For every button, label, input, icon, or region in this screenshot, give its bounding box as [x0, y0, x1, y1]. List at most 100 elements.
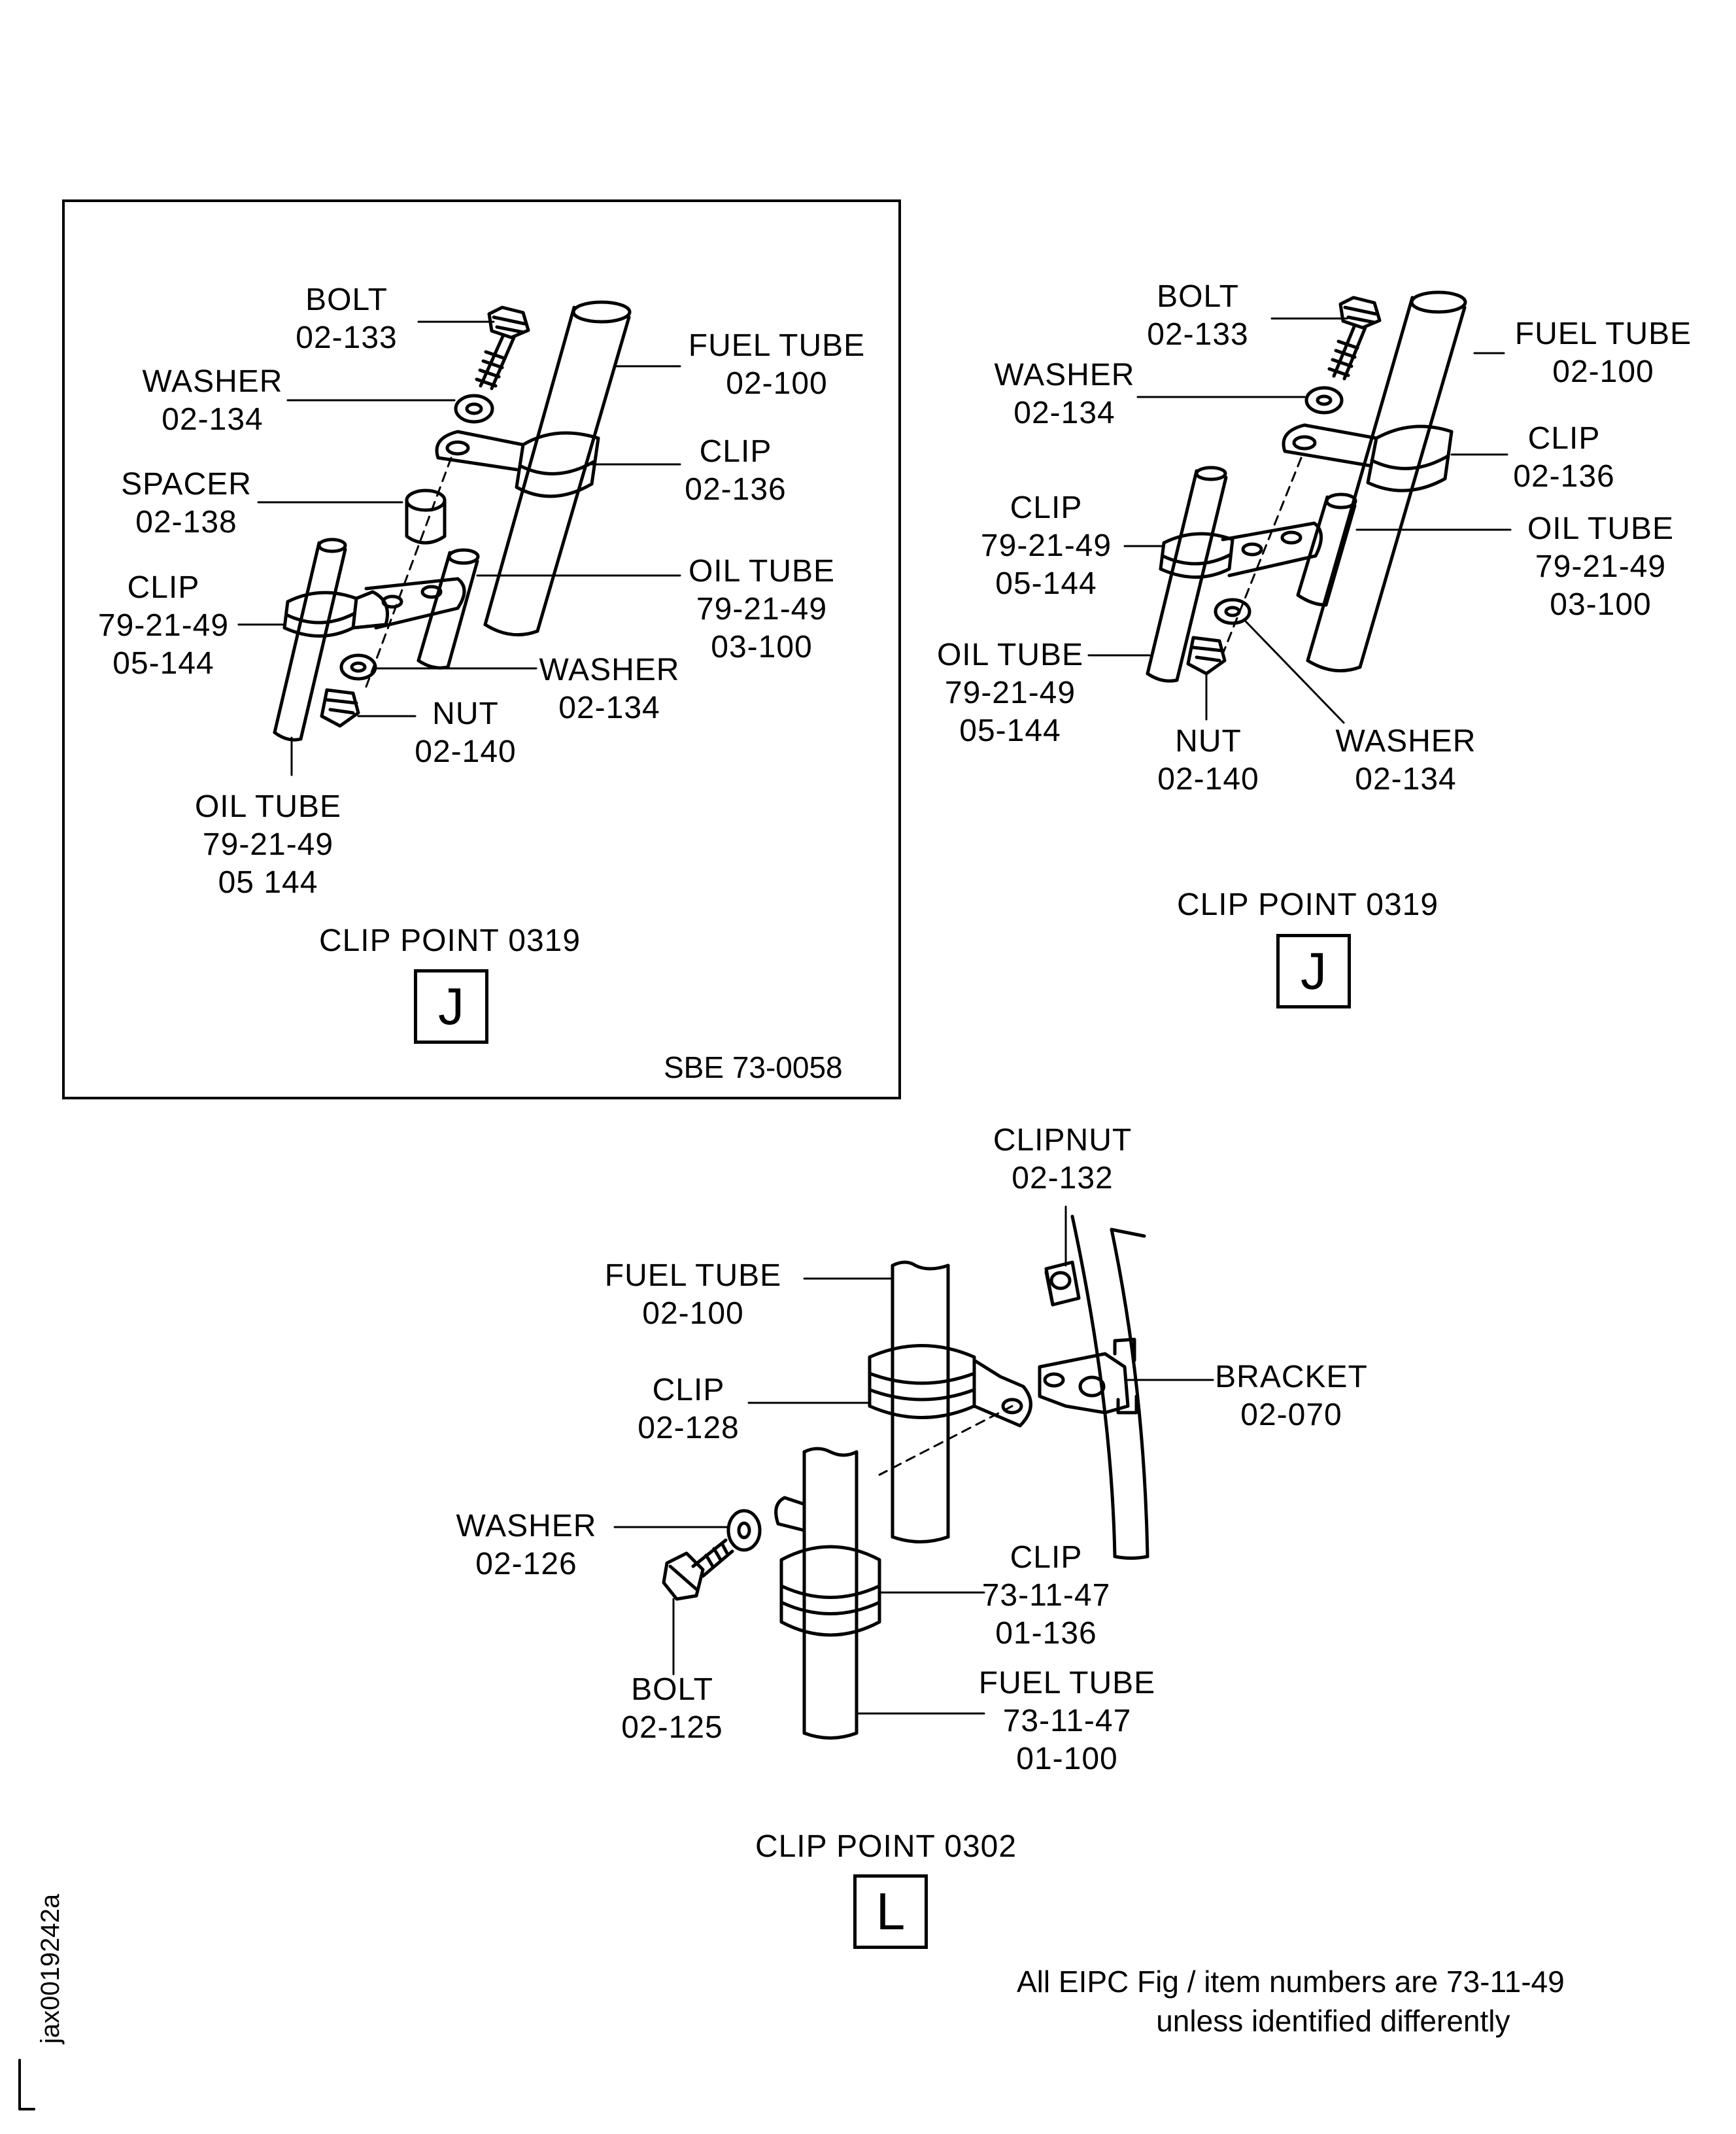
panel-a-sbe-reference: SBE 73-0058	[664, 1050, 843, 1084]
panel-b-leaders	[1087, 317, 1512, 724]
panel-a-leaders	[237, 320, 681, 776]
panel-b-fuel-tube	[1306, 290, 1467, 673]
panel-b-washer-top-num: 02-134	[1013, 396, 1115, 430]
panel-b-drawing	[1087, 290, 1512, 724]
panel-c-bracket	[1038, 1337, 1138, 1415]
panel-a-fuel-tube	[483, 300, 632, 637]
panel-c-clipnut-name: CLIPNUT	[993, 1123, 1132, 1158]
panel-c-frame-rail	[1070, 1214, 1149, 1560]
panel-b-oil-tube-right-name: OIL TUBE	[1527, 511, 1675, 546]
panel-a-washer-top-label: WASHER 02-134	[143, 363, 283, 439]
panel-c-fuel-tube-top-num: 02-100	[642, 1296, 744, 1331]
panel-a-clip-144-label: CLIP 79-21-49 05-144	[98, 569, 229, 683]
panel-a-clip-136-label: CLIP 02-136	[685, 433, 786, 509]
panel-b-washer-bottom-name: WASHER	[1335, 724, 1476, 759]
panel-b-letter-box: J	[1276, 934, 1351, 1008]
panel-c-bracket-name: BRACKET	[1215, 1360, 1368, 1394]
panel-b-bolt-label: BOLT 02-133	[1147, 278, 1248, 354]
panel-a-oil-tube-left-label: OIL TUBE 79-21-49 05 144	[195, 788, 341, 902]
panel-c-drawing	[613, 1205, 1214, 1740]
panel-c-fuel-tube-bottom-num1: 73-11-47	[1002, 1704, 1132, 1738]
panel-c-clip-128-num: 02-128	[638, 1411, 740, 1445]
panel-a-clip-136	[435, 430, 600, 498]
document-id: jax0019242a	[36, 1893, 65, 2044]
doc-id-corner-mark	[18, 2059, 35, 2110]
panel-b-washer-top	[1304, 386, 1344, 415]
panel-b-oil-tube-left-label: OIL TUBE 79-21-49 05-144	[937, 636, 1083, 750]
panel-c-clipnut-num: 02-132	[1012, 1161, 1114, 1196]
panel-a-bolt-name: BOLT	[305, 283, 388, 317]
panel-a-bolt-133	[475, 305, 530, 390]
panel-a-oil-tube-left-num1: 79-21-49	[202, 827, 334, 862]
panel-b-clip-144-label: CLIP 79-21-49 05-144	[981, 489, 1112, 603]
panel-c-clip-136-num2: 01-136	[995, 1616, 1097, 1651]
panel-b-washer-bottom	[1214, 598, 1251, 625]
panel-b-fuel-tube-label: FUEL TUBE 02-100	[1515, 315, 1692, 391]
panel-b-washer-bottom-label: WASHER 02-134	[1336, 723, 1476, 799]
panel-b-washer-top-name: WASHER	[994, 358, 1135, 392]
panel-c-clip-136-label: CLIP 73-11-47 01-136	[982, 1539, 1111, 1653]
panel-a-letter-box: J	[414, 969, 488, 1044]
panel-b-clip-144-num1: 79-21-49	[980, 528, 1112, 563]
footnote: All EIPC Fig / item numbers are 73-11-49…	[1017, 1962, 1565, 2040]
panel-b-fuel-tube-num: 02-100	[1552, 354, 1654, 389]
panel-b-oil-tube-right	[1296, 492, 1357, 607]
panel-b-oil-tube-left-num1: 79-21-49	[944, 676, 1076, 710]
panel-c-bolt	[662, 1538, 734, 1601]
panel-a-clip-144-name: CLIP	[127, 570, 200, 605]
panel-c-clip-136	[774, 1496, 881, 1637]
panel-b-oil-tube-right-num1: 79-21-49	[1535, 549, 1667, 584]
panel-a-nut-num: 02-140	[415, 734, 517, 769]
panel-a-washer-top-name: WASHER	[142, 364, 283, 399]
panel-a-clip-136-name: CLIP	[699, 434, 772, 469]
panel-a-fuel-tube-num: 02-100	[726, 366, 828, 401]
panel-c-bolt-num: 02-125	[621, 1710, 723, 1745]
panel-a-frame	[62, 199, 901, 1099]
panel-a-oil-tube-left	[273, 538, 347, 742]
panel-a-oil-tube-left-name: OIL TUBE	[194, 789, 342, 824]
panel-b-bolt-num: 02-133	[1147, 317, 1249, 352]
panel-a-clip-144-num1: 79-21-49	[97, 608, 230, 643]
panel-b-washer-top-label: WASHER 02-134	[995, 356, 1135, 432]
panel-c-washer-name: WASHER	[456, 1509, 597, 1543]
panel-b-clip-144	[1159, 532, 1234, 579]
panel-b-clip-144-num2: 05-144	[995, 566, 1097, 601]
panel-a-bolt-label: BOLT 02-133	[296, 281, 397, 357]
panel-c-clip-128-name: CLIP	[652, 1373, 725, 1407]
panel-a-spacer-num: 02-138	[135, 505, 237, 540]
panel-a-spacer-name: SPACER	[121, 467, 252, 502]
panel-c-bolt-name: BOLT	[631, 1672, 713, 1707]
panel-a-bolt-num: 02-133	[296, 320, 398, 355]
panel-a-oil-tube-right-num1: 79-21-49	[696, 592, 828, 627]
footnote-line-1: All EIPC Fig / item numbers are 73-11-49	[1017, 1965, 1565, 1999]
panel-c-washer	[726, 1509, 762, 1552]
panel-a-fuel-tube-label: FUEL TUBE 02-100	[689, 327, 865, 403]
panel-a-clip-136-num: 02-136	[685, 472, 787, 507]
panel-a-washer-bottom	[339, 653, 377, 681]
panel-c-caption: CLIP POINT 0302	[755, 1829, 1017, 1864]
panel-c-fuel-tube-bottom	[802, 1447, 859, 1740]
panel-c-clipnut-label: CLIPNUT 02-132	[993, 1122, 1132, 1197]
panel-a-clip-144-num2: 05-144	[112, 646, 214, 681]
panel-a-oil-tube-right-num2: 03-100	[711, 630, 813, 664]
panel-a-nut-label: NUT 02-140	[415, 695, 516, 771]
panel-c-fuel-tube-bottom-name: FUEL TUBE	[978, 1666, 1156, 1700]
panel-c-clip-136-num1: 73-11-47	[981, 1578, 1111, 1613]
panel-b-oil-tube-left-num2: 05-144	[959, 714, 1061, 748]
panel-b-oil-tube-right-label: OIL TUBE 79-21-49 03-100	[1527, 510, 1674, 624]
panel-c-bracket-label: BRACKET 02-070	[1215, 1358, 1368, 1434]
panel-b-link-plate	[1221, 521, 1323, 577]
panel-b-nut-num: 02-140	[1157, 762, 1259, 797]
panel-c-fuel-tube-top-label: FUEL TUBE 02-100	[605, 1257, 781, 1333]
panel-b-caption: CLIP POINT 0319	[1176, 887, 1439, 922]
panel-c-clip-136-name: CLIP	[1010, 1540, 1083, 1575]
panel-a-spacer	[405, 489, 447, 545]
panel-c-clipnut	[1044, 1260, 1081, 1307]
panel-a-clip-144	[282, 590, 389, 638]
panel-a-washer-bottom-label: WASHER 02-134	[539, 651, 680, 727]
panel-a-washer-bottom-num: 02-134	[558, 691, 660, 725]
panel-b-clip-144-name: CLIP	[1010, 490, 1083, 525]
panel-a-drawing	[237, 300, 681, 776]
panel-a-fuel-tube-name: FUEL TUBE	[688, 328, 866, 363]
